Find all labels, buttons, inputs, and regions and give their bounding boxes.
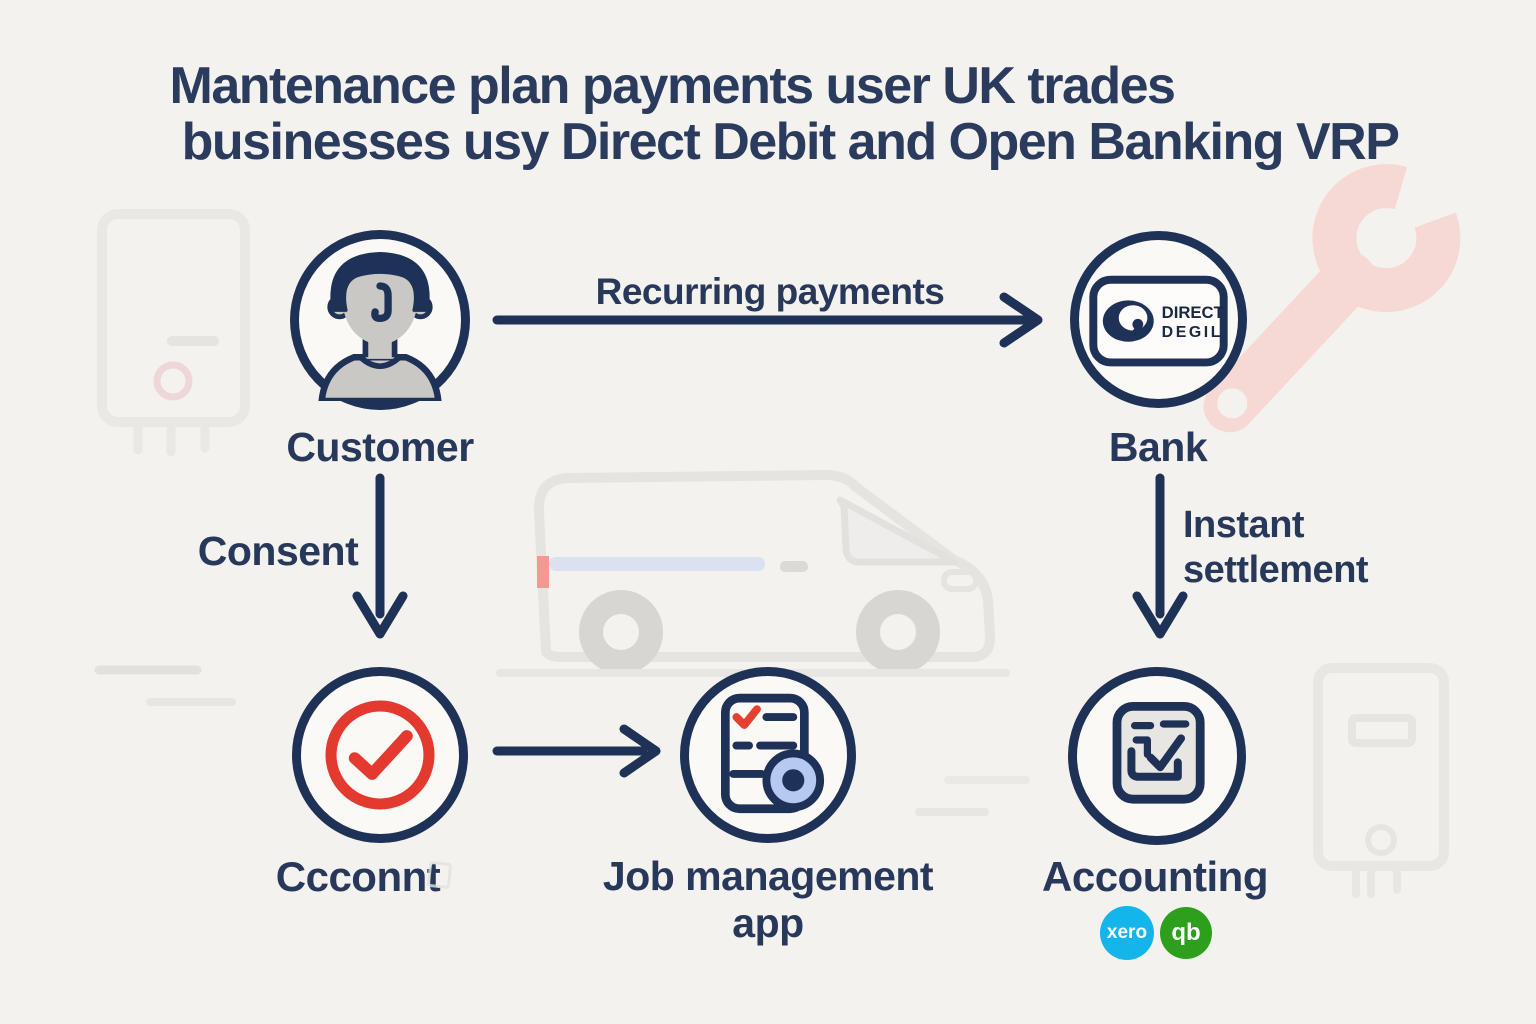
customer-label: Customer [286,424,474,470]
quickbooks-logo: qb [1160,907,1212,959]
accounting-node [1068,667,1246,845]
customer-node [290,230,470,410]
job-app-label: Job management app [602,853,934,947]
accounting-label: Accounting [1042,853,1268,900]
bank-card-text-line2: DEGIL [1162,324,1223,341]
diagram-title-line2: businesses usy Direct Debit and Open Ban… [181,113,1400,171]
bank-node: DIRECT DEGIL [1070,231,1247,408]
consent-check-node [292,667,468,843]
xero-logo: xero [1100,906,1154,960]
xero-logo-text: xero [1106,922,1148,943]
consent-check-label: Ccconnt [275,853,441,900]
boiler-icon-left [97,209,250,457]
job-app-node [680,667,856,843]
job-app-label-line1: Job management [602,853,934,899]
van-icon [496,470,1010,677]
bank-card-text-line1: DIRECT [1162,303,1225,322]
consent-arrow [352,473,408,639]
check-to-app-arrow [492,724,661,778]
quickbooks-logo-text: qb [1171,919,1201,946]
speed-lines [94,665,1030,816]
direct-debit-card-icon: DIRECT DEGIL [1089,275,1228,367]
instant-settlement-line1: Instant [1183,504,1305,546]
person-icon [318,251,442,401]
instant-settlement-line2: settlement [1183,549,1369,591]
bank-label: Bank [1108,424,1208,470]
diagram-title-line1: Mantenance plan payments user UK trades [169,57,1176,115]
consent-label: Consent [197,528,359,574]
job-app-label-line2: app [732,900,804,946]
recurring-payments-label: Recurring payments [595,271,945,312]
document-checklist-icon [720,693,825,814]
instant-settlement-label: Instant settlement [1183,503,1369,593]
faded-letter-artifact [426,860,453,890]
checkmark-circle-icon [325,700,435,810]
wrench-icon [1203,127,1495,433]
recurring-payments-arrow [492,292,1043,348]
boiler-icon-right [1313,663,1449,898]
instant-settlement-arrow [1132,473,1188,639]
ledger-check-icon [1112,702,1205,804]
